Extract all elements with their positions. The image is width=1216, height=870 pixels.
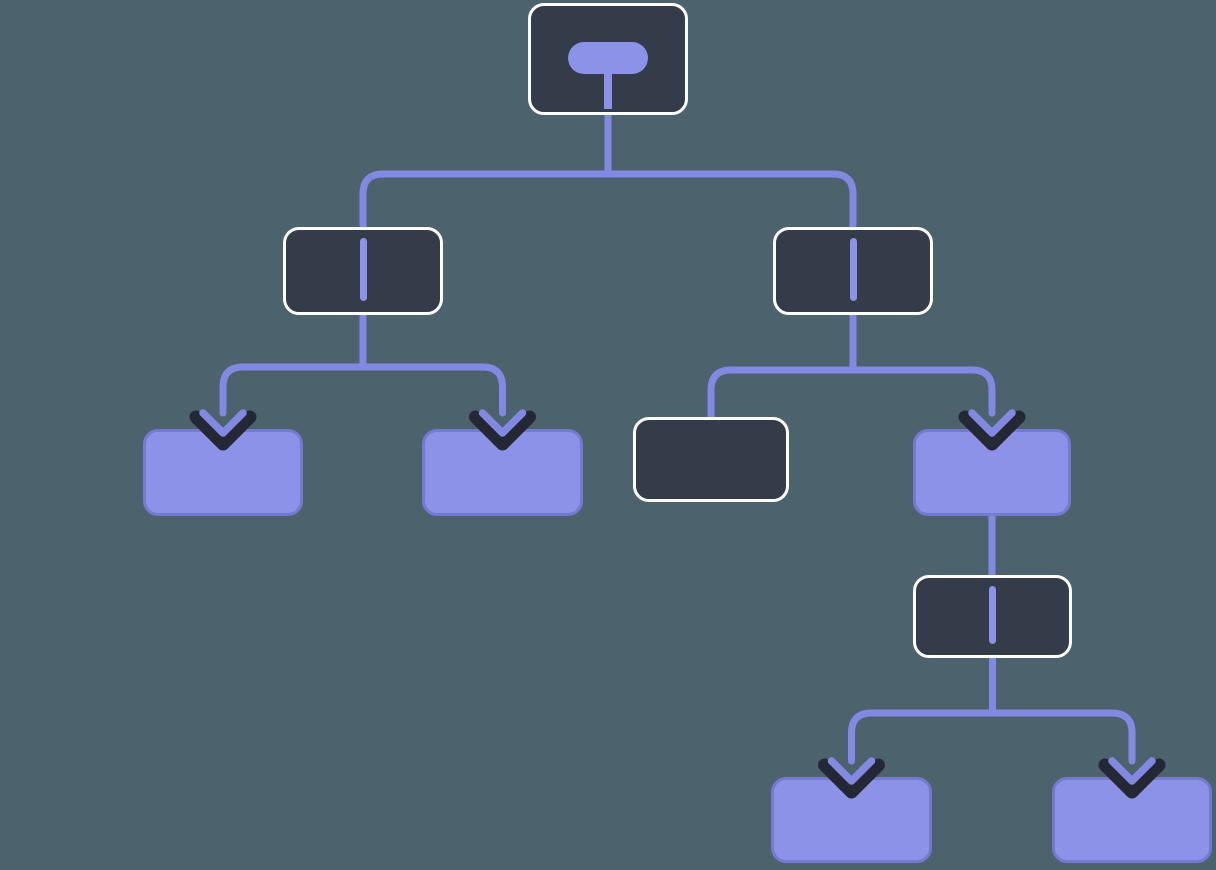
pass-through-line-icon	[359, 238, 367, 301]
connector	[219, 363, 506, 417]
tree-root-icon	[568, 42, 648, 74]
node-node-plain[interactable]	[633, 417, 789, 502]
arrow-down-icon	[818, 758, 885, 799]
arrow-down-icon	[958, 410, 1026, 451]
connector	[707, 366, 996, 427]
node-branch-lower[interactable]	[913, 575, 1072, 658]
connector	[359, 170, 857, 237]
arrow-down-icon	[478, 409, 527, 437]
arrow-down-icon	[469, 410, 536, 451]
arrow-down-icon	[1108, 757, 1156, 785]
connector	[848, 709, 1136, 765]
arrow-down-icon	[1098, 758, 1166, 799]
arrow-down-icon	[189, 410, 257, 451]
arrow-down-icon	[968, 409, 1016, 437]
pass-through-line-icon	[989, 586, 996, 644]
arrow-down-icon	[199, 409, 247, 437]
node-branch-right[interactable]	[773, 227, 933, 315]
node-branch-left[interactable]	[283, 227, 443, 315]
pass-through-line-icon	[849, 238, 857, 301]
node-root[interactable]	[528, 3, 688, 115]
arrow-down-icon	[827, 757, 876, 785]
tree-root-stem-icon	[604, 70, 612, 109]
